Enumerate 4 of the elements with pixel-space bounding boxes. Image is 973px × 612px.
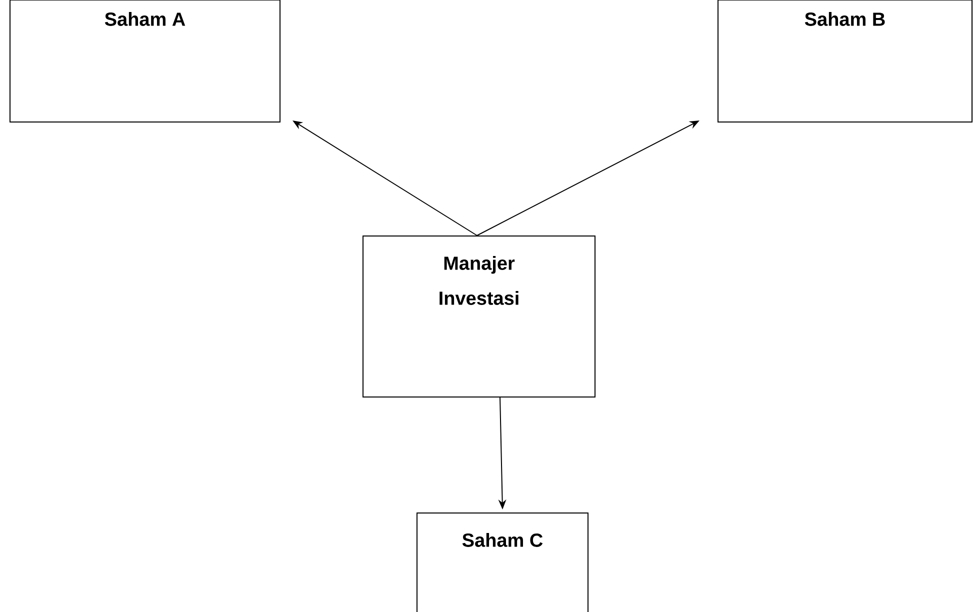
- process-box: Saham C: [416, 512, 588, 612]
- process-box: Saham B: [718, 0, 972, 122]
- process-box: Manajer Investasi: [362, 236, 596, 398]
- process-box: Saham A: [10, 0, 280, 122]
